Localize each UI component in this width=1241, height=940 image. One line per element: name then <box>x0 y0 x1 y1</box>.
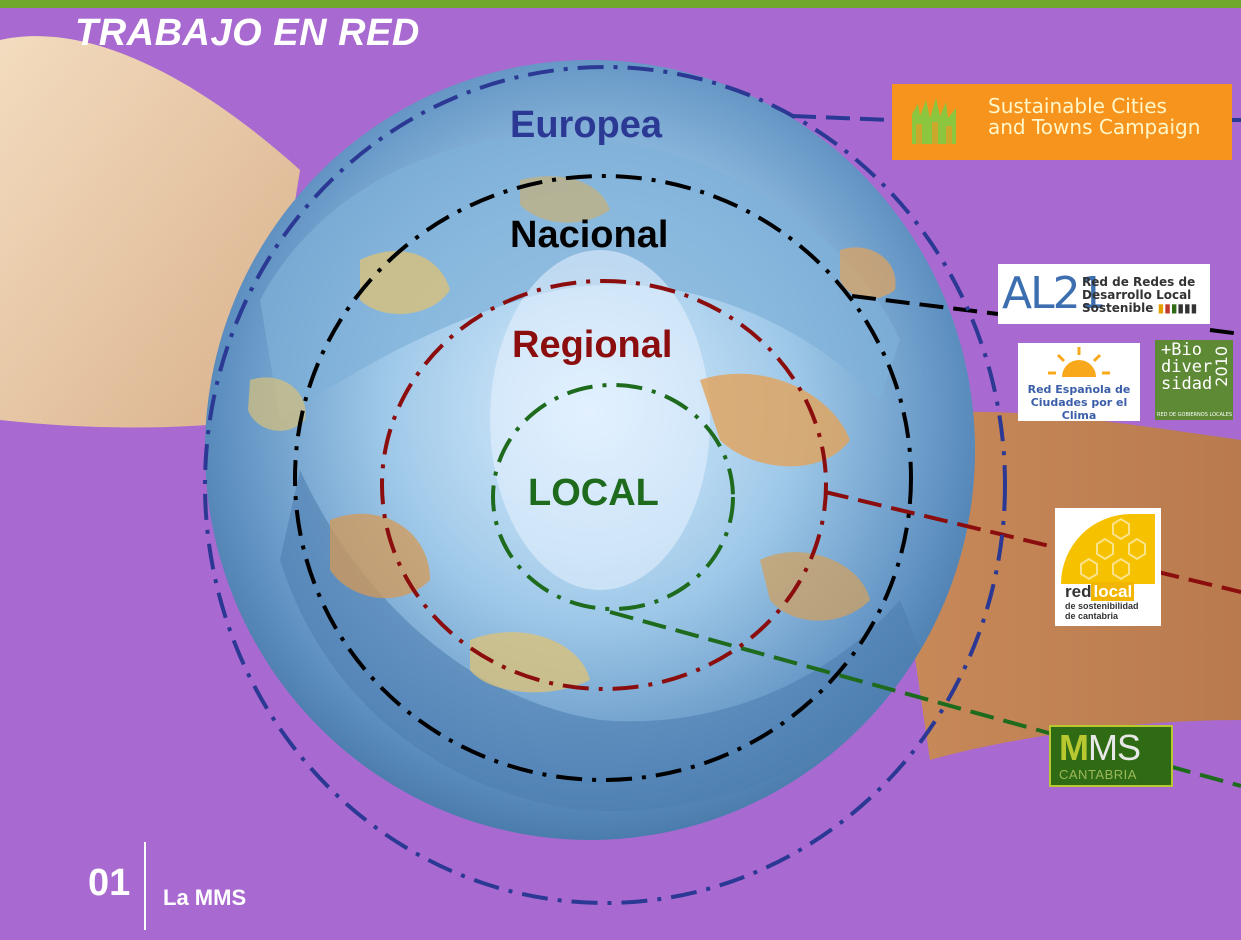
ring-label-local: LOCAL <box>528 472 659 514</box>
connector-europea <box>791 114 891 122</box>
city-skyline-icon <box>912 98 956 144</box>
bio-line-3: sidad <box>1161 374 1213 394</box>
scc-line-1: Sustainable Cities <box>988 94 1167 118</box>
al21-mark: AL21 <box>1002 268 1107 319</box>
bio-footer: RED DE GOBIERNOS LOCALES <box>1157 412 1233 418</box>
page-title: TRABAJO EN RED <box>75 12 420 54</box>
top-accent-bar <box>0 0 1241 8</box>
ring-nacional <box>293 174 913 782</box>
honeycomb-icon <box>1061 514 1155 584</box>
redlocal-line-1: de sostenibilidad <box>1065 601 1139 611</box>
bio-line-2: diver <box>1161 357 1213 377</box>
al21-line-2: Desarrollo Local <box>1082 288 1192 302</box>
redlocal-word-1: red <box>1065 582 1092 601</box>
connector-nacional-right <box>1209 328 1241 336</box>
red-espanola-ciudades-clima-logo: Red Española de Ciudades por el Clima <box>1018 343 1140 422</box>
scc-line-2: and Towns Campaign <box>988 115 1201 139</box>
redlocal-word-2: local <box>1091 582 1135 601</box>
recc-line-2: Ciudades por el Clima <box>1030 396 1128 422</box>
mms-mark-accent: M <box>1059 727 1089 768</box>
connector-nacional <box>851 294 999 316</box>
bio-line-1: +Bio <box>1161 340 1202 360</box>
al21-logo: AL21 Red de Redes de Desarrollo Local So… <box>998 264 1210 324</box>
recc-line-1: Red Española de <box>1027 383 1131 396</box>
ring-label-europea: Europea <box>510 104 663 146</box>
ring-regional <box>380 279 828 691</box>
bio-year: 2010 <box>1212 346 1231 387</box>
al21-color-bars-icon: ▮ <box>1157 301 1165 315</box>
redlocal-line-2: de cantabria <box>1065 611 1119 621</box>
ring-europea <box>203 65 1007 905</box>
ring-local <box>491 383 735 611</box>
section-label: La MMS <box>163 885 247 910</box>
mms-cantabria-logo: MMS CANTABRIA <box>1049 725 1173 787</box>
page-number: 01 <box>88 862 131 904</box>
ring-label-regional: Regional <box>512 324 673 366</box>
sustainable-cities-logo: Sustainable Cities and Towns Campaign <box>892 84 1232 160</box>
al21-line-1: Red de Redes de <box>1082 275 1196 289</box>
sun-icon <box>1048 347 1110 377</box>
mms-mark-rest: MS <box>1088 727 1141 768</box>
biodiversidad-2010-logo: +Bio diver sidad 2010 RED DE GOBIERNOS L… <box>1155 340 1233 420</box>
mms-subtitle: CANTABRIA <box>1059 767 1137 782</box>
connector-regional <box>824 490 1241 594</box>
al21-line-3: Sostenible <box>1082 301 1154 315</box>
ring-label-nacional: Nacional <box>510 214 669 256</box>
footer-divider <box>144 842 146 930</box>
